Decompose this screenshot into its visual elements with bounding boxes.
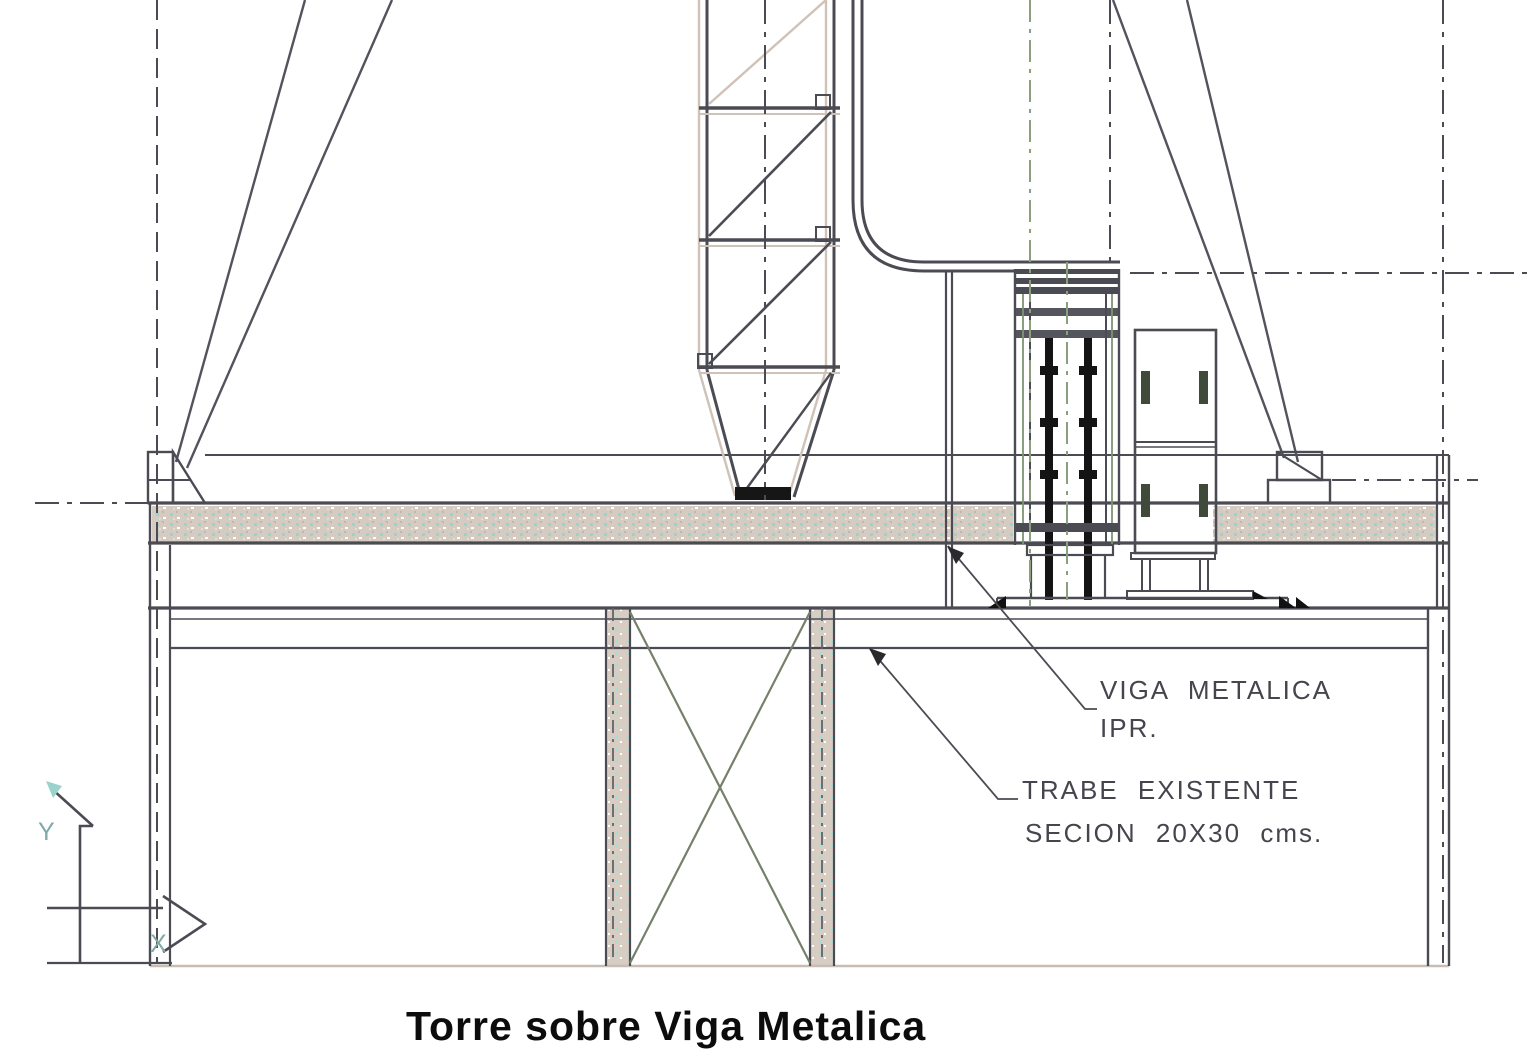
tower-taper-right: [792, 369, 836, 498]
steel-beam: [148, 454, 1449, 608]
lattice-tower: [697, 0, 840, 500]
ucs-axis-icon: Y X: [38, 781, 208, 965]
anchor-bolt-left: [1045, 338, 1053, 600]
guy-anchor-left: [146, 447, 208, 505]
guy-wire-right-2: [1185, 0, 1300, 463]
existing-girder: [148, 455, 1451, 968]
x-brace-2: [629, 611, 811, 964]
tower-node-plate-2: [815, 226, 831, 242]
weld-mark-right: [1279, 596, 1296, 608]
trabe-leader-line: [869, 648, 1018, 800]
trabe-leader-arrowhead: [869, 648, 886, 666]
guy-wire-left-2: [185, 0, 394, 469]
bolt-nut-l2: [1040, 418, 1058, 427]
viga-label-line2: IPR.: [1100, 713, 1159, 743]
axis-label-y: Y: [38, 818, 56, 846]
tower-node-plate-1: [815, 94, 831, 110]
axis-frame: [78, 824, 93, 963]
guide-element: [1126, 328, 1268, 600]
girder-post-left-fill: [606, 608, 630, 966]
anchor-bolt-assembly: [988, 269, 1296, 608]
tower-node-plate-3: [697, 353, 713, 369]
pedestal-cap-plate: [1025, 543, 1115, 557]
x-axis-arrowhead-icon: [162, 894, 208, 954]
guide-slot-tr: [1199, 371, 1208, 404]
viga-leader-arrowhead: [947, 546, 964, 564]
guide-slot-bl: [1141, 484, 1150, 517]
bolt-nut-r2: [1079, 418, 1097, 427]
tower-taper-right-tan: [788, 369, 828, 493]
weld-mark-left: [988, 596, 1006, 608]
tower-base-plate: [735, 487, 791, 500]
bolt-nut-r3: [1079, 470, 1097, 479]
cage-washer-plate: [1016, 523, 1120, 532]
pipe-inner-line: [860, 0, 1120, 264]
guy-anchor-right: [1266, 450, 1332, 608]
drawing-title: Torre sobre Viga Metalica: [406, 1003, 926, 1049]
guide-leg-right: [1199, 558, 1209, 592]
bent-pipe: [851, 0, 1120, 273]
axis-label-x: X: [150, 930, 168, 958]
guy-wire-right-1: [1111, 0, 1286, 459]
beam-hatch-right: [1213, 506, 1437, 542]
left-bracket-wedge: [171, 447, 208, 505]
y-axis-line: [51, 788, 94, 827]
tower-diagonal-0: [708, 0, 827, 105]
anchor-plate-band3: [1014, 287, 1120, 294]
left-bracket-body: [146, 450, 175, 505]
pipe-outer-line: [851, 0, 1120, 273]
tower-taper-left: [705, 369, 743, 498]
tower-diagonal-taper: [746, 372, 832, 489]
trabe-label-line2: SECION 20X30 cms.: [1025, 818, 1323, 848]
tower-taper-left-tan: [697, 369, 737, 497]
y-axis-arrowhead-icon: [46, 781, 62, 798]
guide-leg-left: [1141, 558, 1151, 592]
centerlines: [35, 0, 1532, 963]
right-bracket-wedge: [1276, 451, 1323, 481]
anchor-bolt-right: [1084, 338, 1092, 600]
pipe-support-member: [944, 271, 954, 607]
guide-bench: [1130, 552, 1216, 560]
bolt-nut-l3: [1040, 470, 1058, 479]
tower-diagonal-1: [708, 111, 832, 237]
tower-diagonal-2: [708, 241, 832, 365]
guy-wire-left-1: [174, 0, 307, 463]
trabe-label-line1: TRABE EXISTENTE: [1022, 775, 1300, 805]
right-bracket-base: [1266, 478, 1332, 505]
viga-label-line1: VIGA METALICA: [1100, 675, 1332, 705]
beam-hatch-left: [152, 506, 1013, 542]
bolt-nut-l1: [1040, 366, 1058, 375]
leader-trabe: [869, 648, 1018, 800]
right-bracket-weld: [1296, 597, 1310, 608]
guide-slot-br: [1199, 484, 1208, 517]
guide-slot-tl: [1141, 371, 1150, 404]
bolt-nut-r1: [1079, 366, 1097, 375]
guy-wires: [174, 0, 1300, 469]
guide-weld-mark: [1253, 591, 1268, 599]
viga-leader-line: [947, 545, 1097, 710]
annotations: VIGA METALICA IPR. TRABE EXISTENTE SECIO…: [1022, 675, 1332, 848]
leader-viga: [947, 545, 1097, 710]
